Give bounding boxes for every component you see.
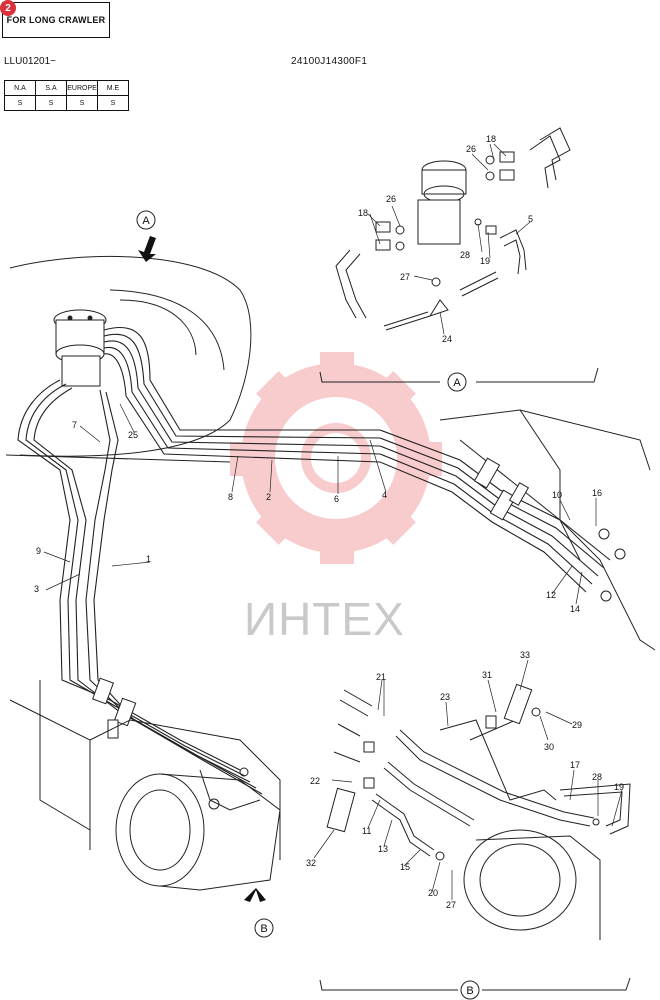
detail-b bbox=[319, 683, 631, 991]
callout-8: 8 bbox=[228, 492, 233, 502]
title-text: FOR LONG CRAWLER bbox=[6, 15, 106, 25]
callout-1: 1 bbox=[146, 554, 151, 564]
callout-7: 7 bbox=[72, 420, 77, 430]
callout-23: 23 bbox=[440, 692, 450, 702]
view-a-circle bbox=[447, 372, 467, 392]
callout-17: 17 bbox=[570, 760, 580, 770]
callout-12: 12 bbox=[546, 590, 556, 600]
title-box: FOR LONG CRAWLER bbox=[2, 2, 110, 38]
region-header-me: M.E bbox=[97, 80, 129, 96]
callout-33: 33 bbox=[520, 650, 530, 660]
arrow-b-circle bbox=[254, 918, 274, 938]
callout-24: 24 bbox=[442, 334, 452, 344]
callout-22: 22 bbox=[310, 776, 320, 786]
callout-18b: 18 bbox=[358, 208, 368, 218]
section-arrow-a-icon bbox=[138, 236, 156, 262]
hose-clamps-right bbox=[473, 457, 626, 602]
callout-11: 11 bbox=[362, 826, 371, 836]
callout-3: 3 bbox=[34, 584, 39, 594]
callout-14: 14 bbox=[570, 604, 580, 614]
callout-19b: 19 bbox=[614, 782, 624, 792]
arrow-b-label: B bbox=[260, 923, 267, 935]
arrow-a-circle bbox=[136, 210, 156, 230]
part-number: 24100J14300F1 bbox=[291, 56, 368, 67]
serial-range: LLU01201~ bbox=[4, 56, 56, 67]
callout-28a: 28 bbox=[460, 250, 470, 260]
callout-9: 9 bbox=[36, 546, 41, 556]
detail-a bbox=[319, 127, 599, 383]
callout-2: 2 bbox=[266, 492, 271, 502]
upper-structure bbox=[5, 256, 656, 651]
callout-28b: 28 bbox=[592, 772, 602, 782]
callout-31: 31 bbox=[482, 670, 492, 680]
callout-19a: 19 bbox=[480, 256, 490, 266]
callout-26a: 26 bbox=[466, 144, 476, 154]
callout-26b: 26 bbox=[386, 194, 396, 204]
hose-bundle-right bbox=[103, 326, 611, 593]
callout-27b: 27 bbox=[446, 900, 456, 910]
callout-25: 25 bbox=[128, 430, 138, 440]
callout-5: 5 bbox=[528, 214, 533, 224]
section-arrow-b-icon bbox=[244, 888, 266, 908]
callout-10: 10 bbox=[552, 490, 562, 500]
callouts: 18 26 18 26 5 28 19 27 24 7 25 1 9 3 8 2… bbox=[34, 134, 624, 910]
callout-13: 13 bbox=[378, 844, 388, 854]
callout-18a: 18 bbox=[486, 134, 496, 144]
leader-lines bbox=[43, 143, 623, 900]
swivel-joint bbox=[53, 309, 107, 387]
view-a-label: A bbox=[453, 377, 461, 389]
view-b-label: B bbox=[466, 985, 473, 997]
callout-32: 32 bbox=[306, 858, 316, 868]
callout-20: 20 bbox=[428, 888, 438, 898]
page-badge: 2 bbox=[0, 0, 16, 16]
callout-4: 4 bbox=[382, 490, 387, 500]
callout-29: 29 bbox=[572, 720, 582, 730]
hose-bundle-left bbox=[17, 379, 263, 795]
watermark-text: ИНТЕХ bbox=[244, 593, 405, 645]
callout-6: 6 bbox=[334, 494, 339, 504]
callout-16: 16 bbox=[592, 488, 602, 498]
callout-27a: 27 bbox=[400, 272, 410, 282]
callout-30: 30 bbox=[544, 742, 554, 752]
travel-motor bbox=[9, 680, 281, 891]
callout-21: 21 bbox=[376, 672, 386, 682]
arrow-a-label: A bbox=[142, 215, 150, 227]
region-value-me: S bbox=[97, 95, 129, 111]
region-table: N.A S.A EUROPE M.E S S S S bbox=[4, 80, 129, 111]
callout-15: 15 bbox=[400, 862, 410, 872]
view-b-circle bbox=[460, 980, 480, 1000]
